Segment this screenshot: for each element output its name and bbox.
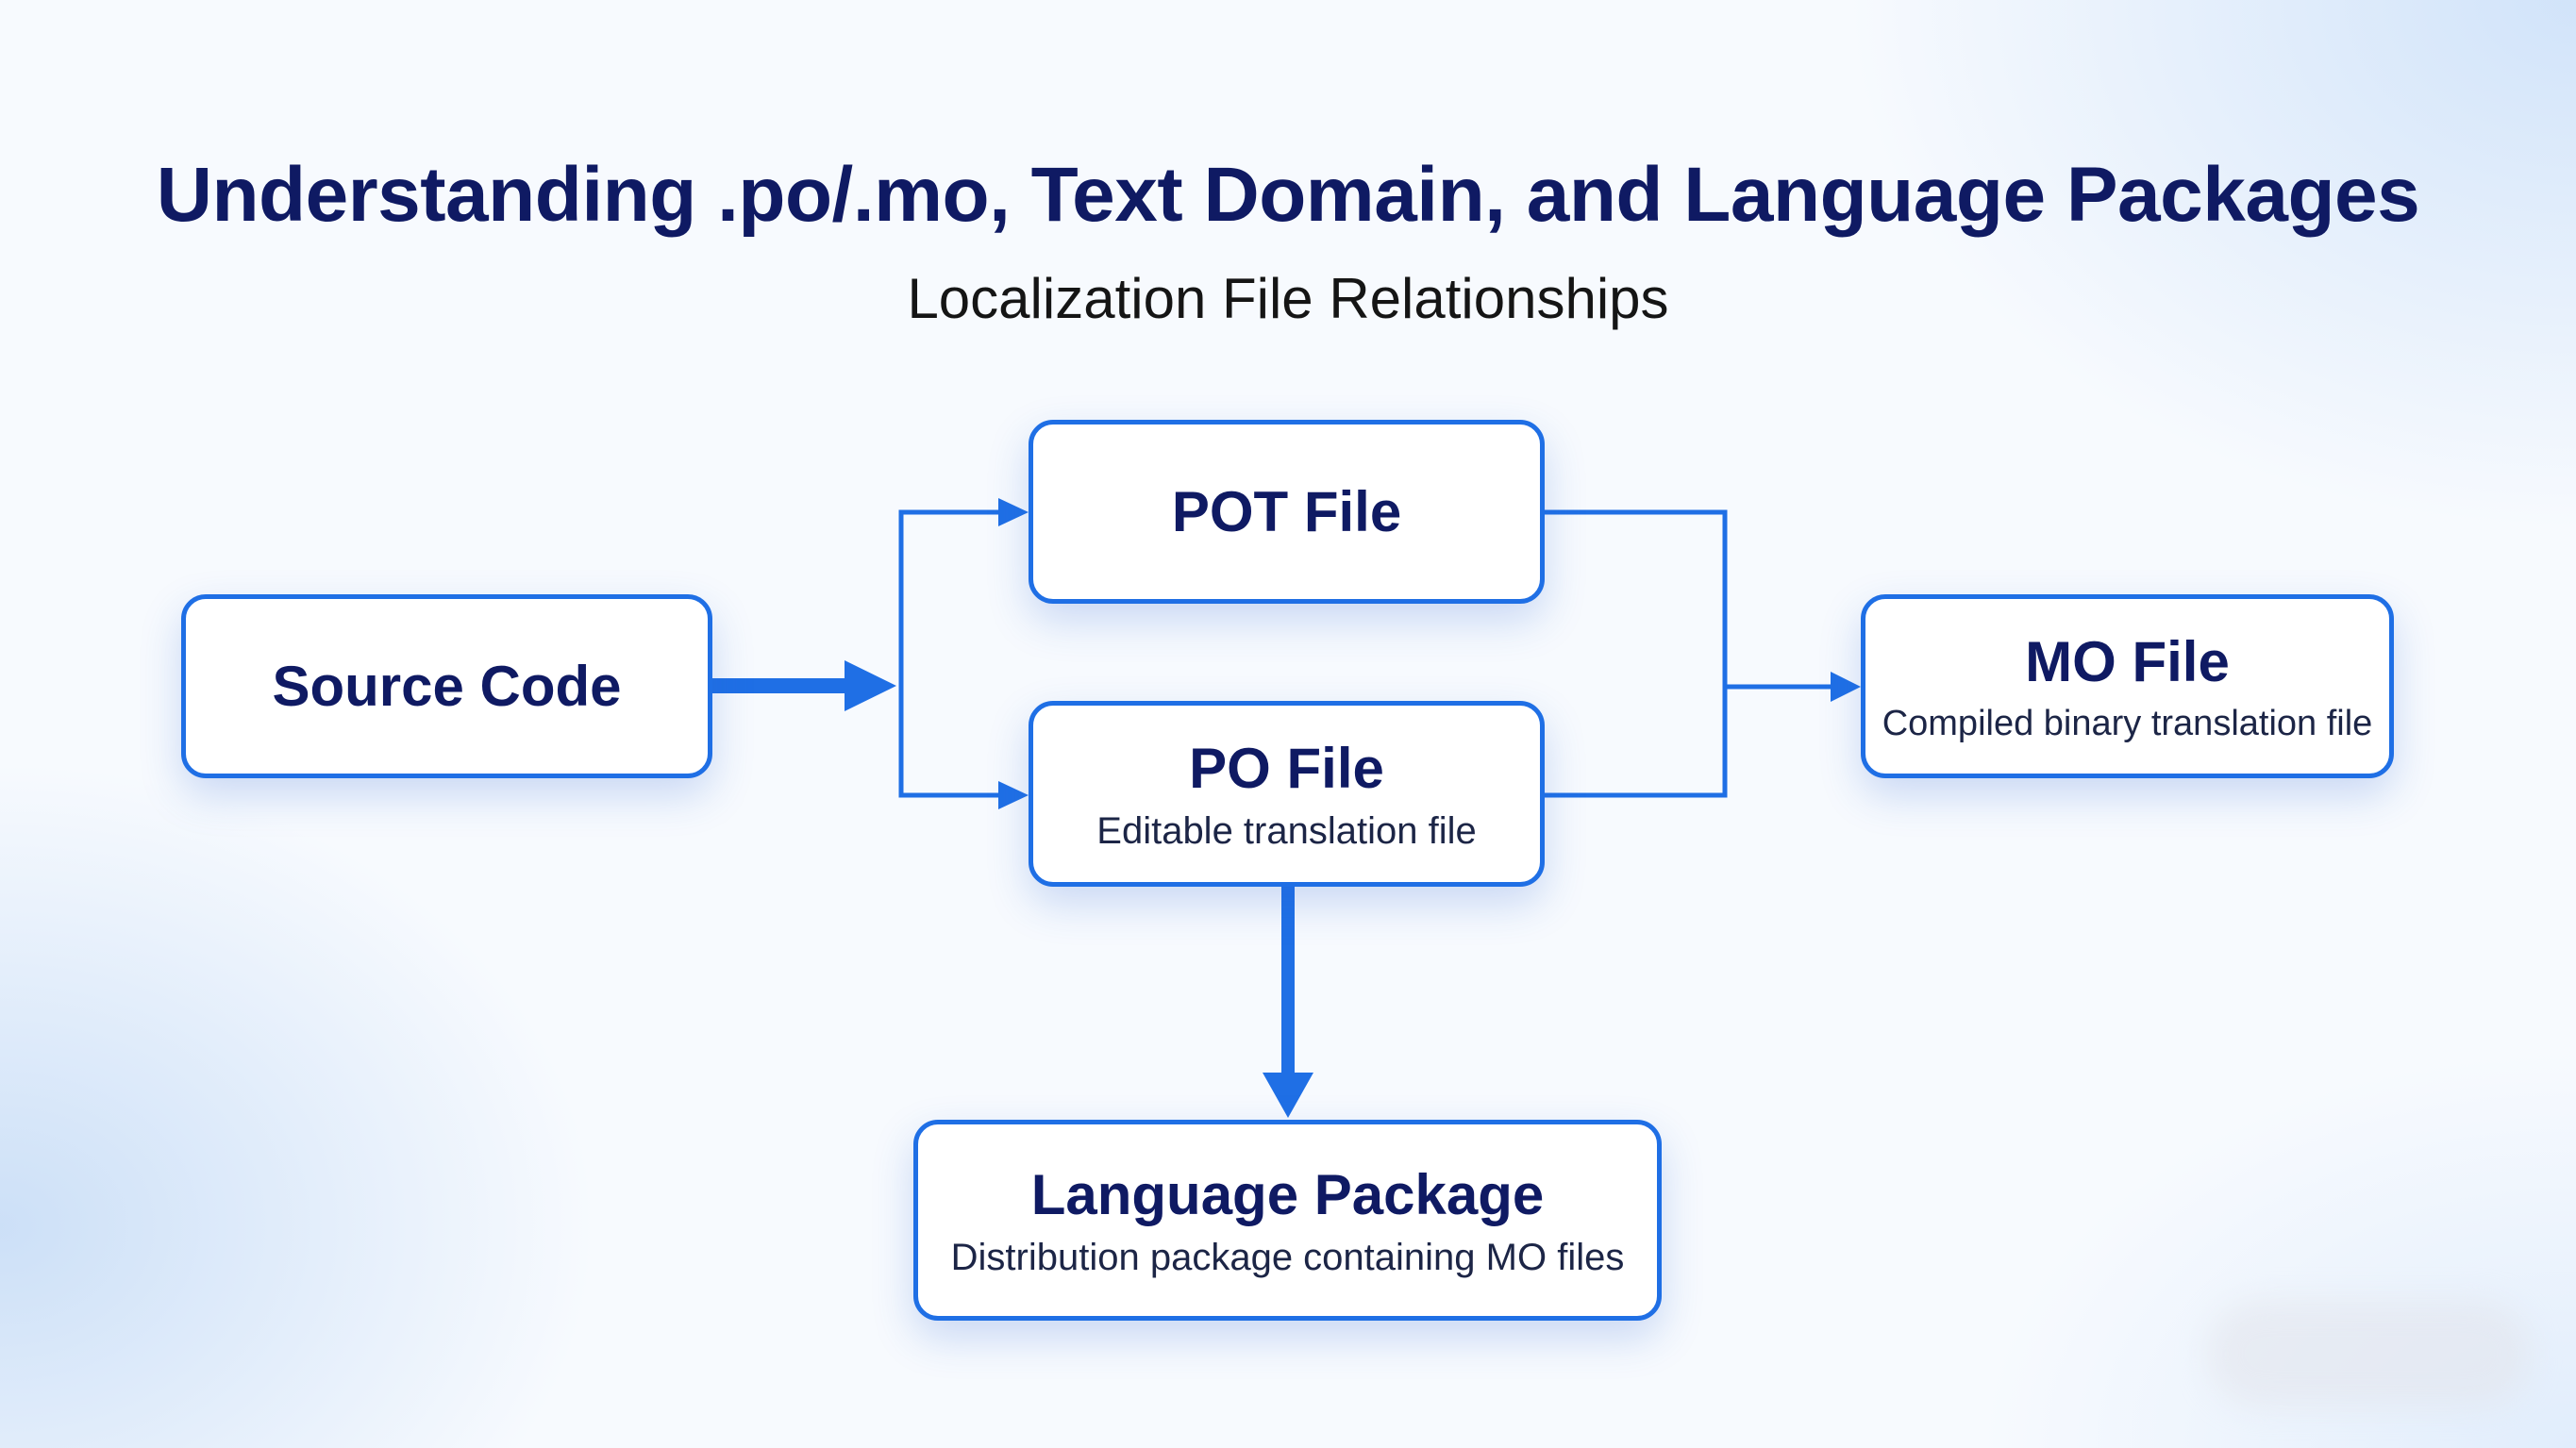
node-pot-file-title: POT File bbox=[1171, 480, 1402, 543]
node-po-file: PO File Editable translation file bbox=[1029, 701, 1545, 887]
edge-source-to-pot bbox=[898, 509, 1005, 686]
node-source-code: Source Code bbox=[181, 594, 712, 778]
edge-source-to-po-arrowhead-icon bbox=[998, 781, 1029, 809]
node-po-file-description: Editable translation file bbox=[1096, 809, 1477, 852]
node-mo-file-description: Compiled binary translation file bbox=[1882, 703, 2373, 743]
node-language-package-description: Distribution package containing MO files bbox=[950, 1236, 1625, 1278]
edge-merge-to-mo-arrowhead-icon bbox=[1831, 672, 1861, 702]
node-mo-file: MO File Compiled binary translation file bbox=[1861, 594, 2394, 778]
node-pot-file: POT File bbox=[1029, 420, 1545, 604]
node-language-package: Language Package Distribution package co… bbox=[913, 1120, 1662, 1321]
edge-po-to-package-arrowhead-icon bbox=[1263, 1073, 1313, 1118]
edge-source-to-po bbox=[898, 686, 1005, 798]
node-po-file-title: PO File bbox=[1189, 736, 1384, 800]
node-mo-file-title: MO File bbox=[2025, 629, 2230, 693]
edge-pot-to-mo bbox=[1545, 509, 1728, 798]
page-title: Understanding .po/.mo, Text Domain, and … bbox=[156, 152, 2420, 238]
corner-shadow bbox=[2208, 1302, 2529, 1406]
page-subtitle: Localization File Relationships bbox=[907, 267, 1669, 330]
node-language-package-title: Language Package bbox=[1030, 1162, 1545, 1226]
edge-source-to-pot-arrowhead-icon bbox=[998, 498, 1029, 526]
edge-source-arrowhead-icon bbox=[845, 660, 896, 711]
node-source-code-title: Source Code bbox=[272, 655, 622, 718]
